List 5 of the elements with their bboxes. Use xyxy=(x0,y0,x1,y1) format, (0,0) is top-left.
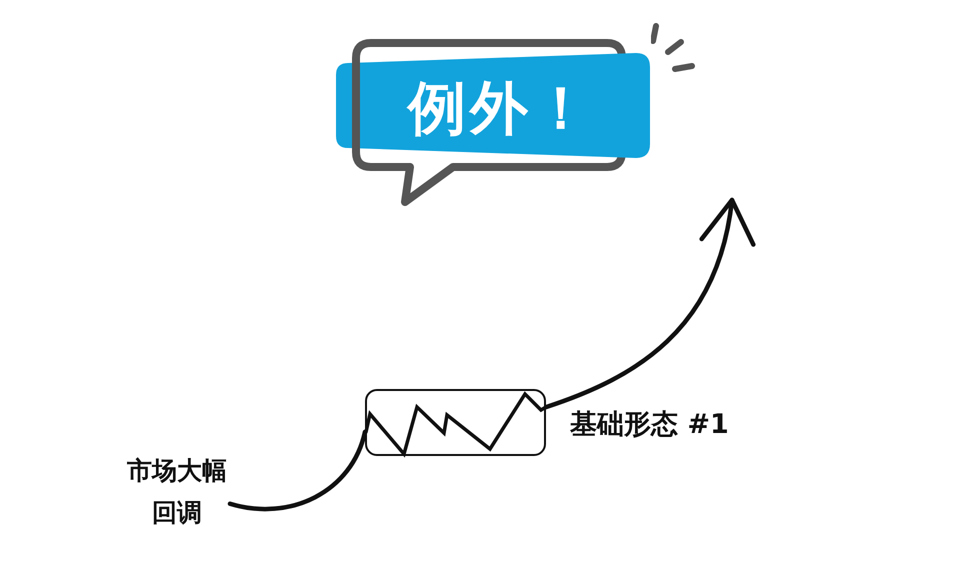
bubble-text: 例外！ xyxy=(408,74,582,142)
trend-arrow xyxy=(544,198,754,410)
curve-line xyxy=(228,430,368,512)
pattern-label: 基础形态 #1 xyxy=(570,408,729,442)
annotation-text: 市场大幅回调 xyxy=(124,450,230,534)
